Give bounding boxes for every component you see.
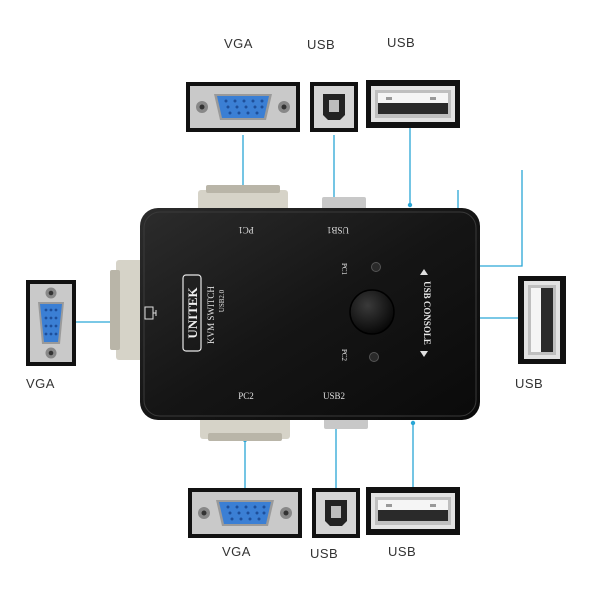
bottom-usb-b-port-image — [312, 488, 360, 538]
brand-text: UNITEK — [185, 286, 200, 338]
model-text: KVM SWITCH USB2.0 — [206, 286, 226, 344]
brand-logo: UNITEK — [182, 274, 202, 352]
top-usb-a-port-image — [366, 80, 460, 128]
device-bottom-ports — [200, 417, 368, 441]
bottom-vga-label: VGA — [222, 544, 251, 559]
down-arrow-icon — [420, 351, 428, 357]
up-arrow-icon — [420, 269, 428, 275]
left-vga-label: VGA — [26, 376, 55, 391]
top-usb-b-label: USB — [307, 37, 336, 52]
bottom-usb-a-label: USB — [388, 544, 417, 559]
label-pc2: PC2 — [238, 391, 254, 401]
led-label-pc2: PC2 — [340, 349, 348, 362]
device-top-ports — [198, 185, 366, 212]
svg-text:KVM SWITCH: KVM SWITCH — [206, 286, 216, 344]
label-usb1: USB1 — [327, 225, 349, 235]
kvm-switch-device: PC1 USB1 PC2 USB2 UNITEK KVM SWITCH USB2… — [110, 185, 480, 441]
led-pc2 — [369, 352, 379, 362]
label-pc1: PC1 — [238, 225, 254, 235]
usb-console-label: USB CONSOLE — [422, 281, 432, 345]
top-vga-label: VGA — [224, 36, 253, 51]
bottom-usb-b-label: USB — [310, 546, 339, 561]
svg-text:USB2.0: USB2.0 — [218, 289, 226, 312]
top-usb-b-port-image — [310, 82, 358, 132]
device-left-ports — [110, 260, 146, 360]
label-usb2: USB2 — [323, 391, 345, 401]
bottom-usb-a-port-image — [366, 487, 460, 535]
led-pc1 — [371, 262, 381, 272]
right-usb-label: USB — [515, 376, 544, 391]
left-vga-port-image — [26, 280, 76, 366]
monitor-icon — [144, 306, 157, 320]
top-usb-a-label: USB — [387, 35, 416, 50]
switch-button[interactable] — [349, 289, 395, 335]
bottom-vga-port-image — [188, 488, 302, 538]
right-usb-a-port-image — [518, 276, 566, 364]
led-label-pc1: PC1 — [340, 263, 348, 276]
top-vga-port-image — [186, 82, 300, 132]
